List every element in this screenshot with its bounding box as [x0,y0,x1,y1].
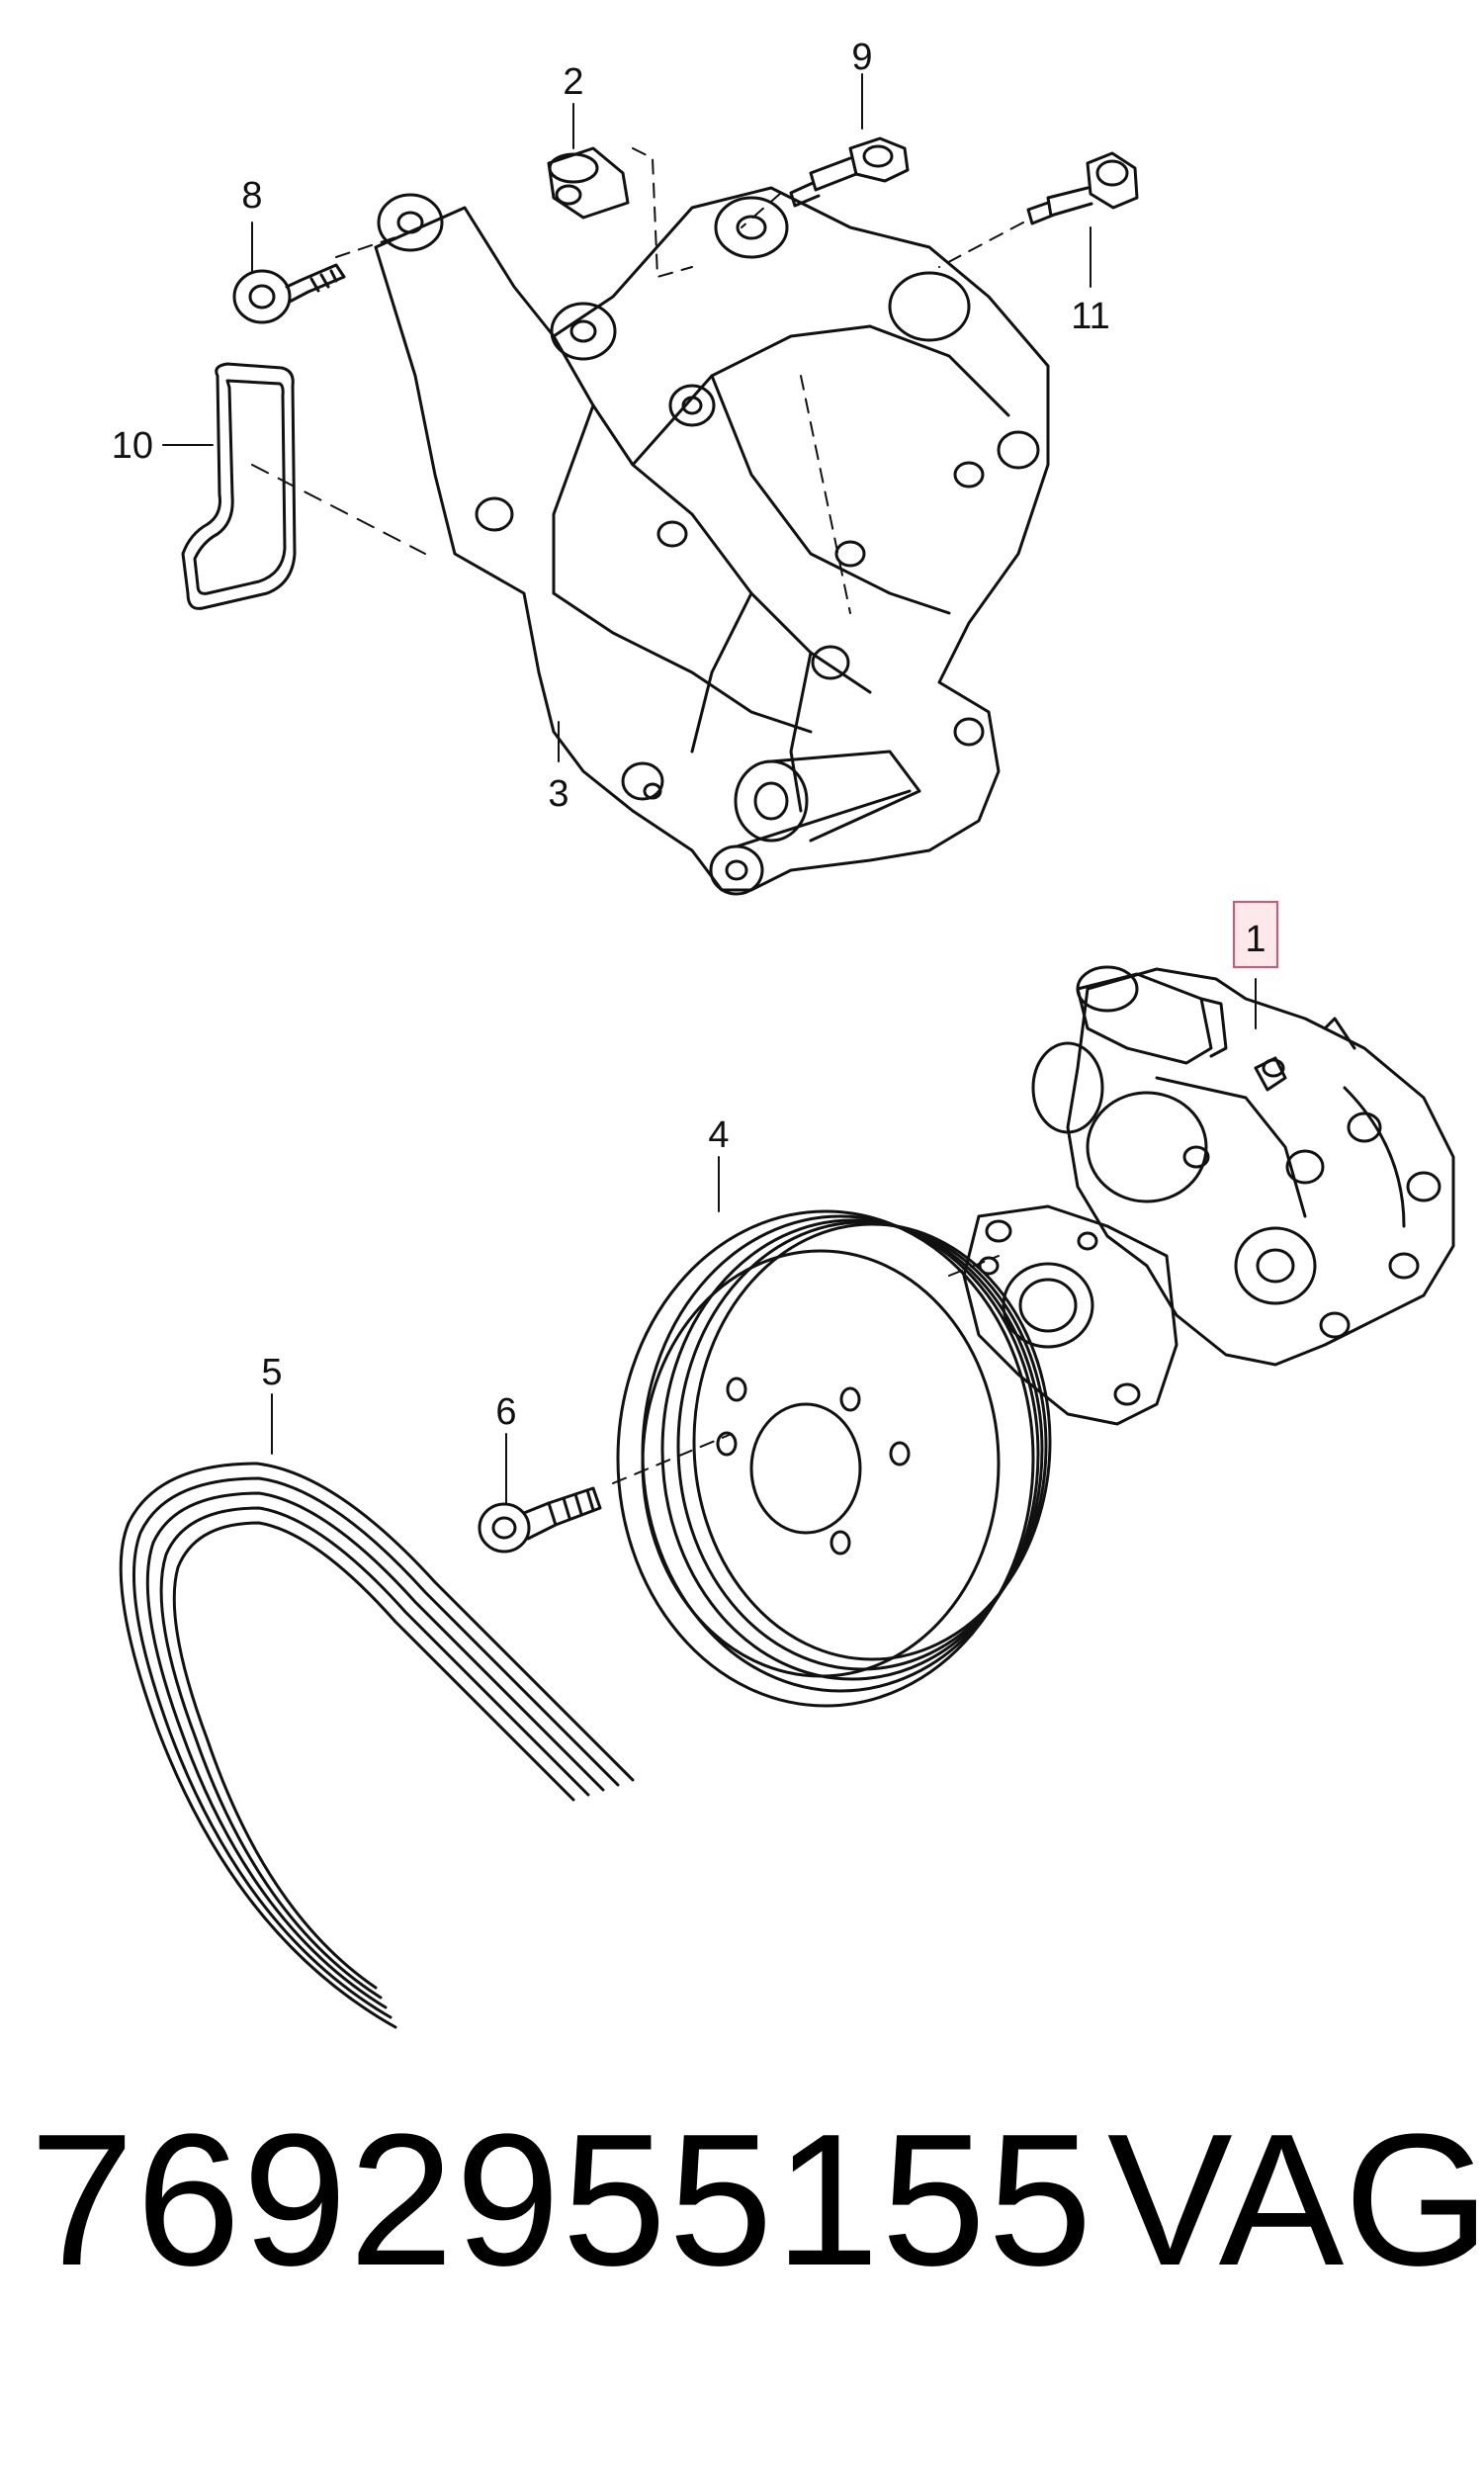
callout-3: 3 [548,773,568,815]
bolt-9 [789,136,910,208]
sleeve-bushing [547,146,630,220]
gasket-10 [181,362,297,610]
callout-5: 5 [261,1352,282,1393]
part-number: 7692955155 [30,2095,1094,2305]
leader-lines [162,73,1257,1504]
bolt-6 [478,1486,602,1554]
ribbed-belt-5 [119,1462,635,2029]
callout-1: 1 [1245,919,1266,960]
callout-8: 8 [241,175,262,217]
callout-1-highlight [1233,901,1278,968]
pulley-4 [616,1209,1052,1708]
power-steering-pump [962,965,1455,1426]
mounting-bracket [374,186,1050,896]
callout-6: 6 [495,1391,516,1433]
callout-2: 2 [563,61,583,103]
callout-9: 9 [851,37,872,78]
callout-4: 4 [708,1114,729,1156]
bolt-11 [1026,151,1139,225]
callout-11: 11 [1071,296,1109,337]
bolt-8 [232,263,346,324]
callout-10: 10 [112,425,153,467]
brand-name: VAG [1107,2095,1484,2305]
